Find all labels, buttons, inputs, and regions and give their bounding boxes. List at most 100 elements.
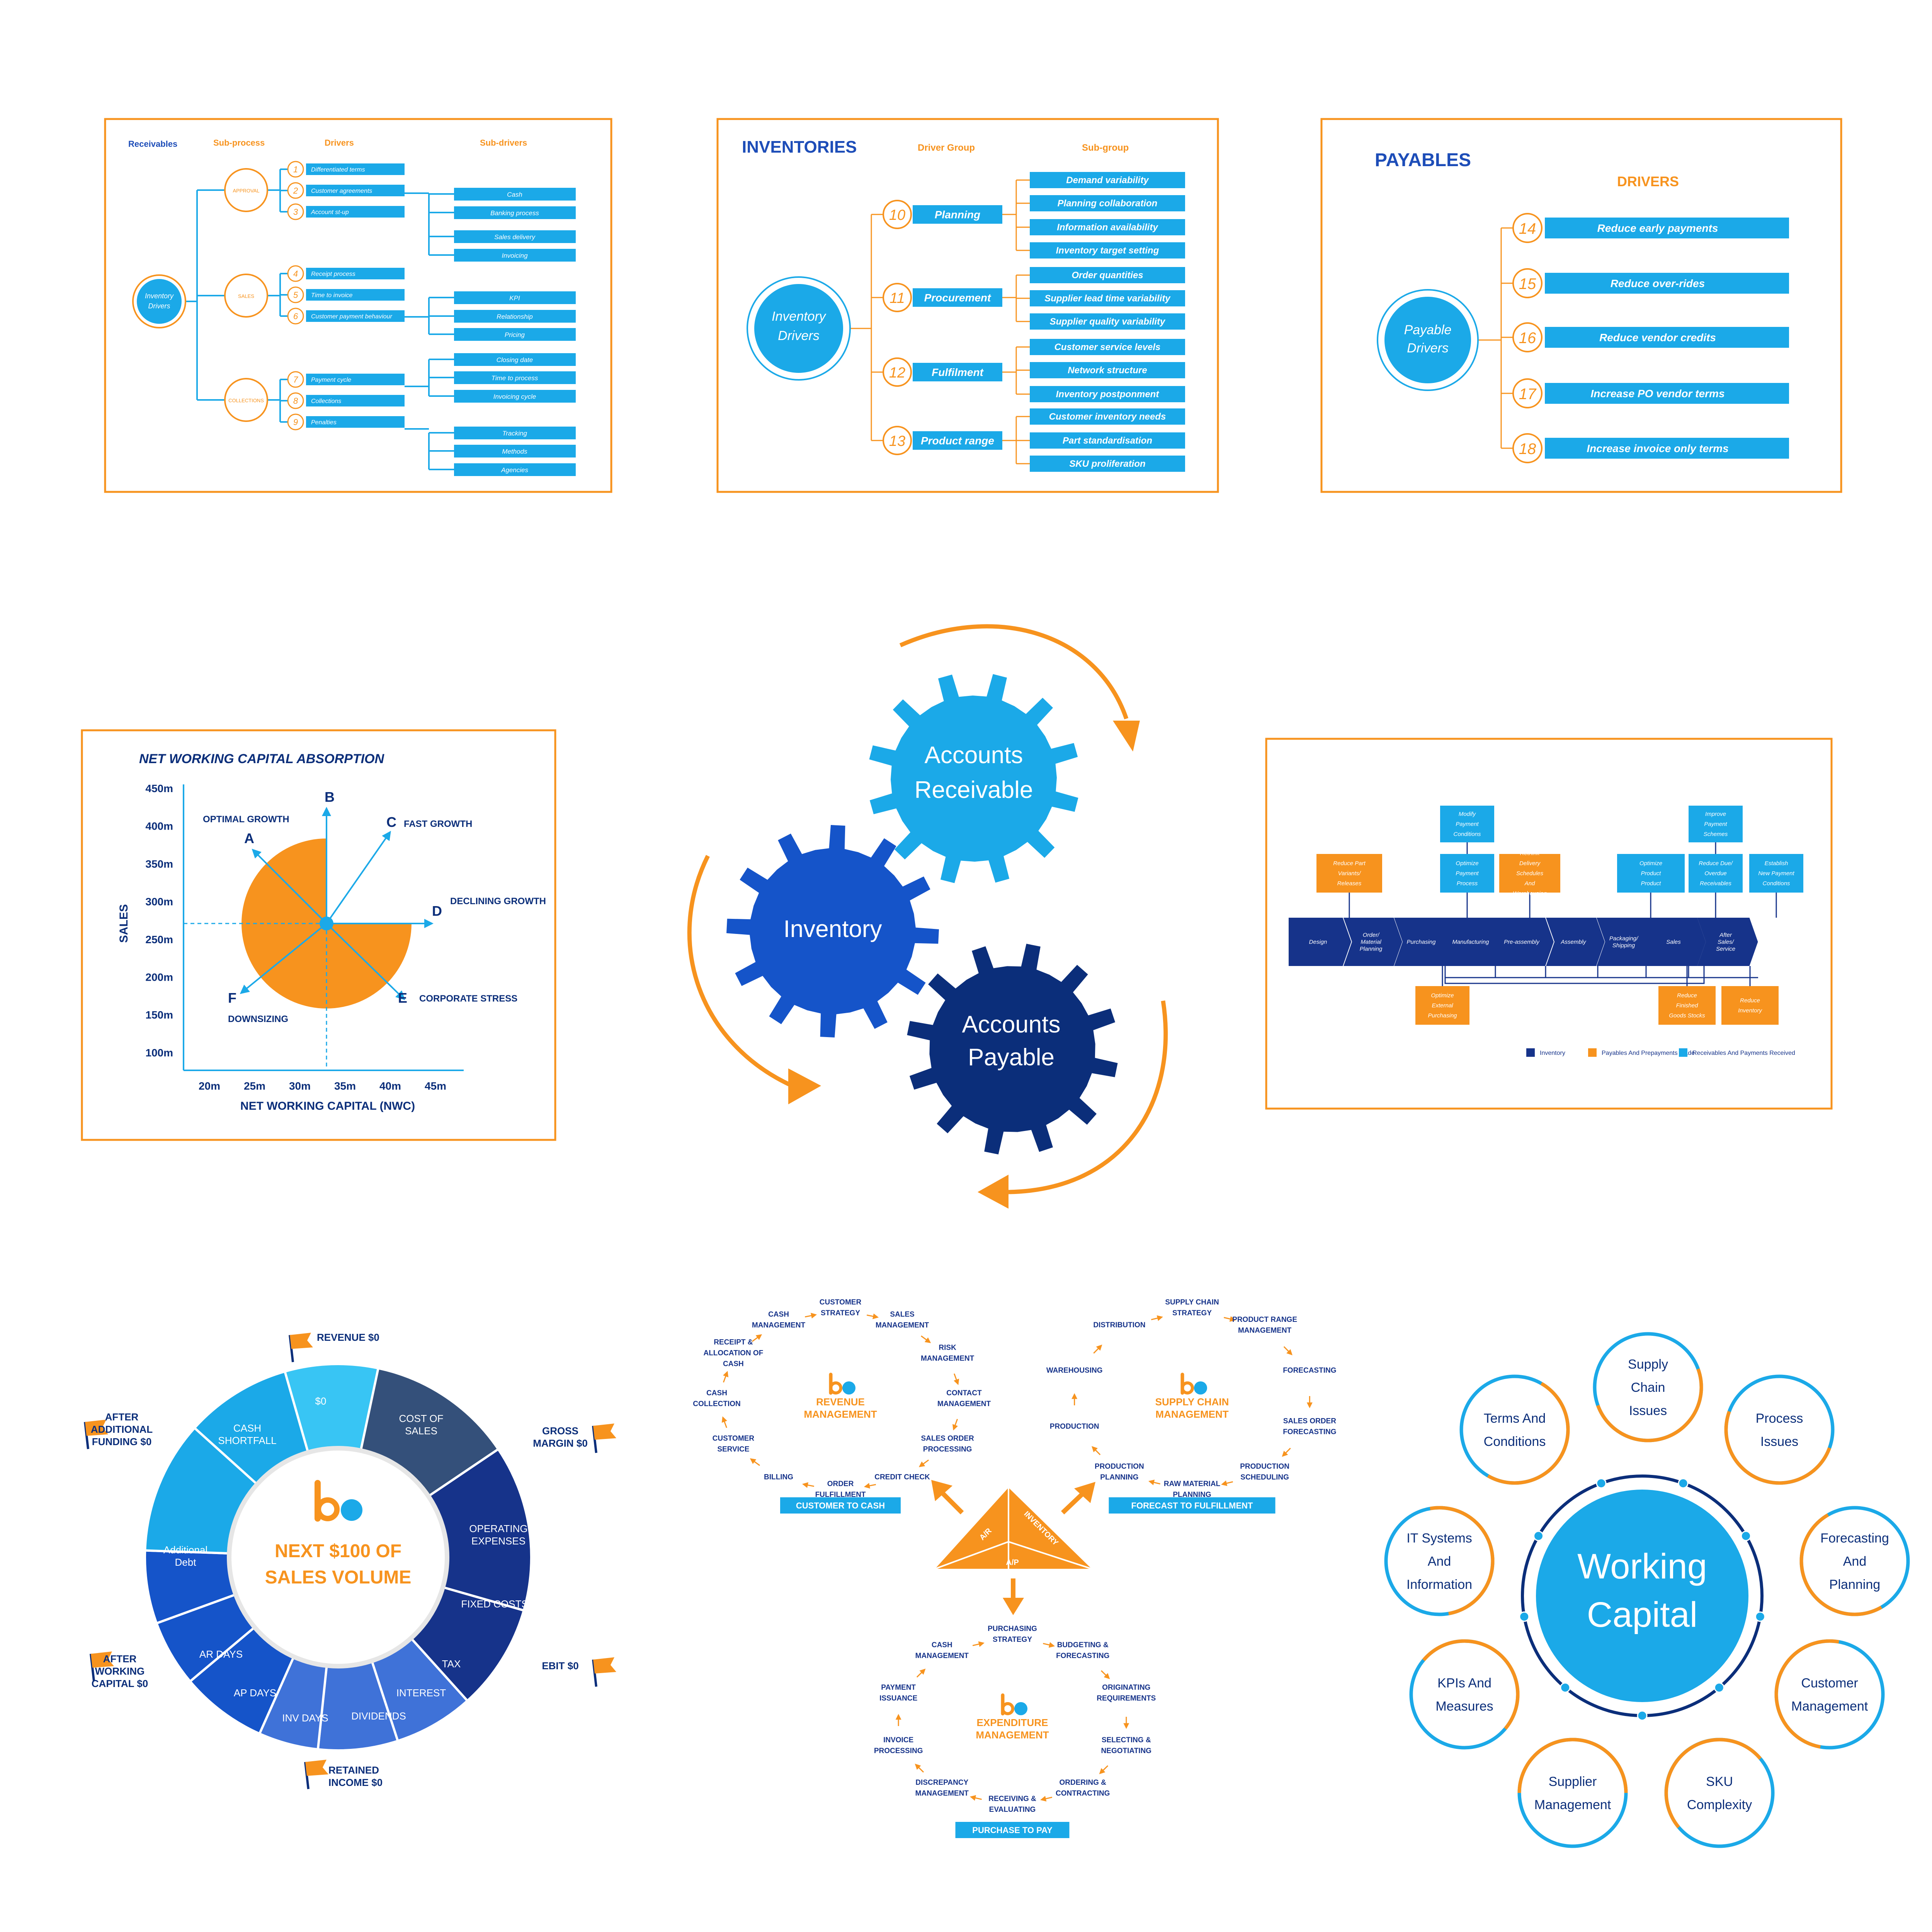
wc-item-label: And bbox=[1843, 1554, 1867, 1569]
process-step: SALES ORDER bbox=[1283, 1417, 1337, 1425]
process-arrow bbox=[1221, 1480, 1233, 1486]
wc-item-arc bbox=[1664, 1738, 1762, 1828]
value-chain-step-label: Assembly bbox=[1560, 939, 1587, 946]
subgroup-label: Planning collaboration bbox=[1058, 198, 1158, 209]
process-step: RISK bbox=[939, 1344, 956, 1352]
driver-number: 6 bbox=[293, 311, 298, 321]
value-chain-action-label: Releases bbox=[1337, 880, 1362, 887]
inventories-root-line2: Drivers bbox=[778, 328, 820, 343]
driver-number-circle bbox=[287, 286, 304, 303]
subdriver-label: Banking process bbox=[490, 209, 539, 217]
process-step: PRODUCT RANGE bbox=[1232, 1316, 1297, 1324]
wc-item-label: Process bbox=[1756, 1411, 1803, 1426]
value-chain-action-label: Schemes bbox=[1704, 831, 1728, 838]
subdriver-label: KPI bbox=[509, 294, 520, 302]
subdriver-bar bbox=[454, 230, 576, 243]
process-step: SUPPLY CHAIN bbox=[1165, 1298, 1219, 1306]
process-arrow bbox=[1100, 1670, 1110, 1679]
process-logo-icon bbox=[829, 1381, 842, 1395]
process-step: CONTRACTING bbox=[1056, 1789, 1110, 1798]
wc-item-label: Issues bbox=[1760, 1434, 1798, 1449]
value-chain-action-box bbox=[1440, 806, 1494, 842]
point-c-letter: C bbox=[386, 814, 396, 830]
inventories-title: INVENTORIES bbox=[742, 138, 857, 156]
process-step: STRATEGY bbox=[1172, 1309, 1212, 1317]
inventories-panel: INVENTORIES Driver Group Sub-group Inven… bbox=[716, 118, 1219, 493]
point-e-label: CORPORATE STRESS bbox=[419, 993, 517, 1004]
subdriver-bar bbox=[454, 371, 576, 384]
driver-number-circle bbox=[287, 182, 304, 199]
value-chain-action-label: Overdue bbox=[1704, 870, 1727, 877]
value-chain-action-box bbox=[1658, 986, 1716, 1025]
value-chain-action-label: Purchasing bbox=[1428, 1012, 1457, 1019]
cycle-segment-label: AR DAYS bbox=[199, 1648, 243, 1660]
process-arrow bbox=[916, 1668, 926, 1678]
process-step: DISCREPANCY bbox=[915, 1779, 968, 1787]
wc-item-label: Conditions bbox=[1484, 1434, 1546, 1449]
value-chain-action-label: Finished bbox=[1676, 1002, 1698, 1009]
value-chain-action-label: Payment bbox=[1456, 821, 1479, 828]
wc-item-label: Customer bbox=[1801, 1676, 1858, 1690]
process-step: SCHEDULING bbox=[1240, 1473, 1289, 1481]
receivables-root-line2: Drivers bbox=[148, 302, 170, 310]
sub-group-header: Sub-group bbox=[1082, 143, 1129, 153]
wc-item-label: Terms And bbox=[1484, 1411, 1546, 1426]
process-banner-label: CUSTOMER TO CASH bbox=[796, 1501, 885, 1510]
wc-item-arc bbox=[1724, 1411, 1831, 1485]
cycle-inner-ring bbox=[227, 1446, 449, 1668]
value-chain-action-label: Payment bbox=[1456, 870, 1479, 877]
subdriver-label: Relationship bbox=[497, 313, 533, 320]
subprocess-label: SALES bbox=[238, 293, 254, 299]
process-arrow bbox=[969, 1795, 982, 1801]
chart-axes bbox=[183, 784, 464, 1071]
subdriver-label: Invoicing bbox=[502, 252, 528, 259]
process-step: PLANNING bbox=[1100, 1473, 1138, 1481]
inventories-root-line1: Inventory bbox=[772, 309, 827, 324]
process-banner-label: FORECAST TO FULFILLMENT bbox=[1131, 1501, 1253, 1510]
payables-root-ring bbox=[1377, 289, 1479, 391]
value-chain-action-box bbox=[1749, 854, 1803, 893]
process-step: INVOICE bbox=[883, 1736, 913, 1744]
gear-accounts-payable bbox=[907, 944, 1118, 1155]
payable-number: 18 bbox=[1519, 440, 1536, 457]
value-chain-action-label: Optimize bbox=[1431, 992, 1454, 999]
payable-bar bbox=[1545, 438, 1789, 459]
wc-item-arc bbox=[1430, 1506, 1495, 1616]
cycle-segment-label: INV DAYS bbox=[282, 1712, 328, 1724]
wc-ring-dot bbox=[1560, 1682, 1571, 1693]
wc-items: SupplyChainIssuesProcessIssuesForecastin… bbox=[1384, 1332, 1910, 1848]
cycle-segment-label: COST OF bbox=[399, 1413, 443, 1424]
payable-bar bbox=[1545, 327, 1789, 348]
subdriver-bar bbox=[454, 427, 576, 439]
group-label: Fulfilment bbox=[932, 366, 984, 378]
subgroup-bar bbox=[1030, 242, 1185, 259]
subprocess-header: Sub-process bbox=[213, 138, 265, 148]
cycle-segment-label: TAX bbox=[442, 1658, 461, 1670]
value-chain-action-label: Establish bbox=[1765, 860, 1788, 867]
group-number-circle bbox=[883, 200, 912, 229]
cycle-arrow-left-head bbox=[788, 1068, 821, 1104]
point-a-label: OPTIMAL GROWTH bbox=[203, 814, 289, 825]
driver-bar bbox=[306, 206, 405, 218]
wc-item-arc bbox=[1596, 1368, 1703, 1442]
group-number: 11 bbox=[889, 290, 905, 306]
wc-ring-dot bbox=[1740, 1531, 1751, 1541]
y-tick-label: 100m bbox=[145, 1047, 173, 1059]
gear-inventory bbox=[726, 825, 939, 1037]
value-chain-step bbox=[1493, 918, 1554, 966]
process-arrow bbox=[723, 1371, 729, 1383]
wc-item-label: Information bbox=[1406, 1577, 1472, 1592]
cycle-segment-label: CASH bbox=[233, 1422, 261, 1434]
driver-number-circle bbox=[287, 371, 304, 388]
process-step: EVALUATING bbox=[989, 1806, 1036, 1814]
process-title: REVENUE bbox=[816, 1396, 865, 1408]
wc-ring-dot bbox=[1596, 1478, 1607, 1489]
value-chain-action-box bbox=[1499, 854, 1560, 893]
process-logo-icon bbox=[1001, 1702, 1014, 1715]
value-chain-step bbox=[1645, 918, 1706, 966]
group-number: 10 bbox=[889, 207, 905, 223]
process-step: PROCESSING bbox=[923, 1446, 972, 1454]
